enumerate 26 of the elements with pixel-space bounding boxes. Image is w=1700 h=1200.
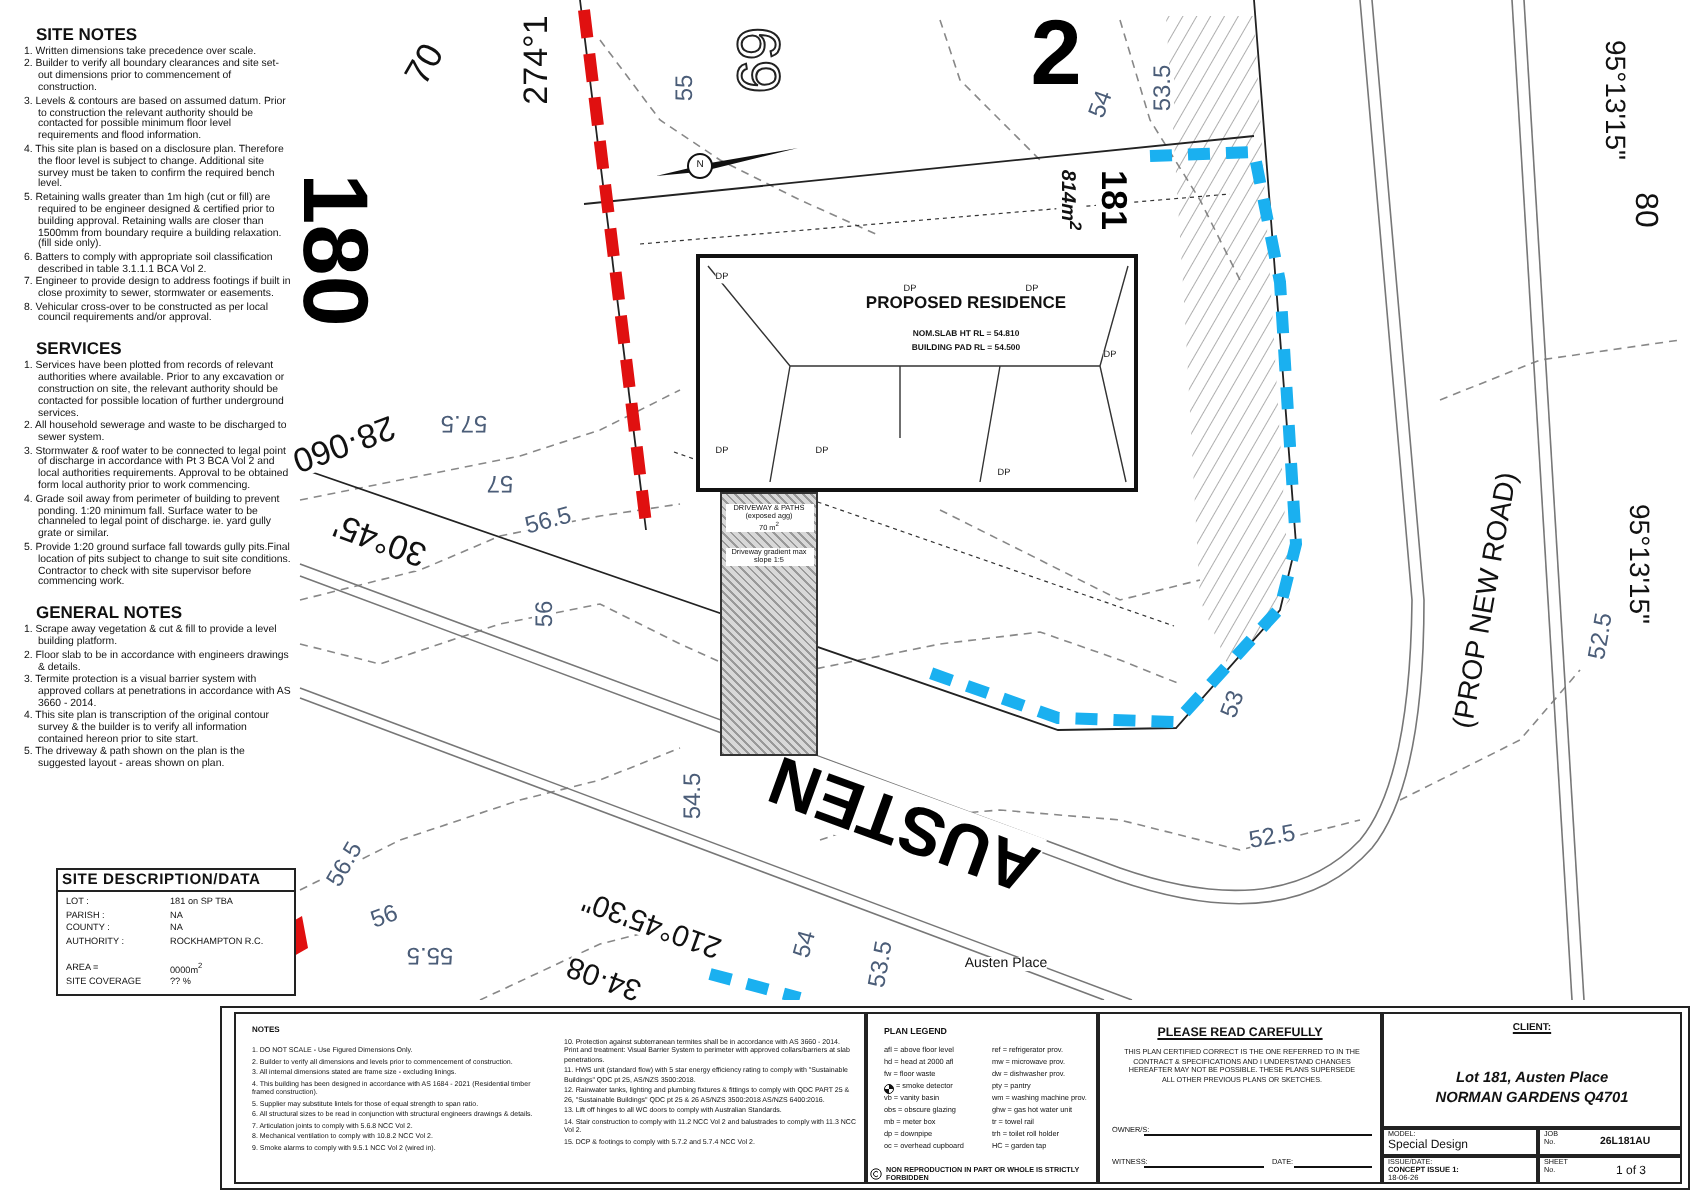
contour-level: 52.5 [1246, 820, 1298, 852]
contour-level: 52.5 [1584, 610, 1616, 662]
plan-annotation: (PROP NEW ROAD) [1447, 469, 1521, 731]
plan-annotation: 95°13'15" [1626, 504, 1654, 624]
contour-level: 56.5 [522, 502, 574, 538]
contour-level: 53 [1216, 687, 1248, 721]
section-heading: GENERAL NOTES [36, 602, 185, 623]
contour-level: 54 [788, 928, 820, 960]
contour-level: 54.5 [680, 772, 704, 820]
contour-level: 53.5 [1150, 64, 1174, 112]
lot-number: 69 [726, 26, 786, 94]
contour-level: 56 [532, 600, 556, 628]
contour-level: 54 [1084, 87, 1116, 121]
contour-level: 57 [486, 472, 514, 496]
contour-level: 55 [672, 74, 696, 102]
section-heading: SERVICES [36, 338, 124, 359]
lot-number: 181 [1096, 169, 1132, 231]
contour-level: 56 [367, 900, 401, 932]
plan-annotation: 95°13'15" [1602, 40, 1630, 160]
section-heading: SITE NOTES [36, 24, 140, 44]
contour-level: 57.5 [440, 412, 488, 436]
plan-annotation: 274°1 [519, 15, 553, 105]
building-title: PROPOSED RESIDENCE [865, 293, 1067, 311]
contour-level: 53.5 [864, 938, 896, 990]
contour-level: 55.5 [406, 944, 454, 968]
driveway-area [720, 492, 818, 756]
